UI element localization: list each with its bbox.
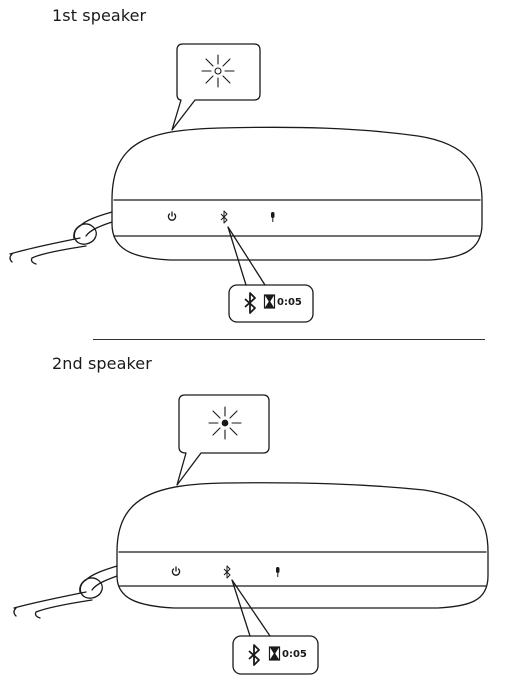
bluetooth-icon bbox=[220, 210, 228, 224]
second-speaker-illustration: 0:05 bbox=[13, 394, 489, 675]
hourglass-icon bbox=[263, 294, 276, 309]
power-icon bbox=[171, 566, 181, 576]
timer-readout: 0:05 bbox=[277, 297, 302, 308]
hourglass-icon bbox=[268, 646, 281, 661]
timer-readout: 0:05 bbox=[282, 649, 307, 660]
speaker-strap bbox=[13, 565, 118, 619]
second-speaker-heading: 2nd speaker bbox=[52, 354, 152, 373]
bluetooth-icon bbox=[248, 644, 260, 666]
bluetooth-callout-pointer bbox=[227, 226, 266, 286]
bluetooth-callout-pointer bbox=[231, 579, 271, 637]
bluetooth-icon bbox=[244, 292, 256, 314]
first-speaker-illustration: 0:05 bbox=[9, 43, 483, 323]
microphone-icon bbox=[276, 567, 280, 577]
speaker-body bbox=[116, 482, 489, 609]
power-icon bbox=[167, 211, 177, 221]
timer-callout-bubble bbox=[232, 635, 319, 675]
led-light-icon bbox=[208, 406, 242, 440]
bluetooth-icon bbox=[223, 565, 231, 579]
speaker-body bbox=[111, 126, 483, 261]
led-callout-bubble bbox=[171, 43, 261, 131]
first-speaker-heading: 1st speaker bbox=[52, 6, 147, 25]
speaker-strap bbox=[9, 211, 113, 265]
timer-callout-bubble bbox=[228, 284, 314, 323]
led-callout-bubble bbox=[176, 394, 270, 486]
led-light-icon bbox=[201, 54, 235, 88]
microphone-icon bbox=[271, 212, 275, 222]
section-divider bbox=[93, 339, 485, 340]
